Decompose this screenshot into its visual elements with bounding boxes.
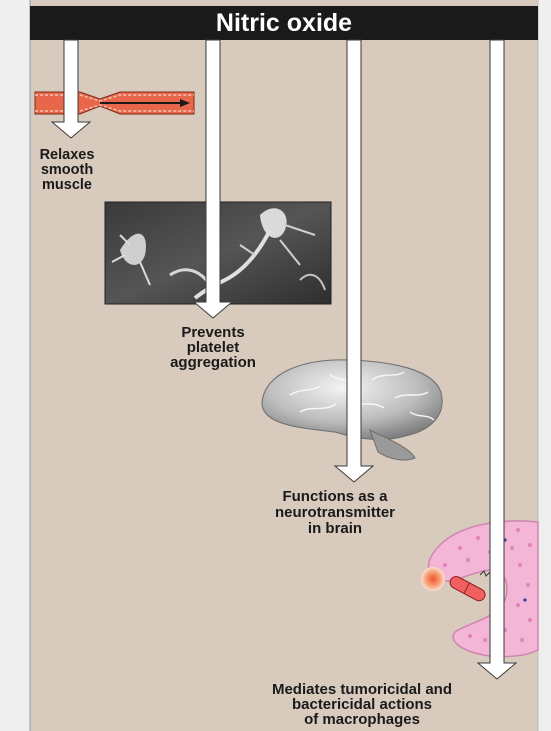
label-line: of macrophages (304, 711, 420, 728)
diagram-background (30, 0, 538, 731)
label-relaxes-smooth-muscle: Relaxes smooth muscle (40, 147, 95, 193)
label-line: Functions as a (282, 488, 388, 505)
label-line: in brain (308, 520, 362, 537)
label-line: aggregation (170, 354, 256, 371)
label-line: neurotransmitter (275, 504, 395, 521)
diagram-title: Nitric oxide (216, 9, 352, 37)
label-line: Relaxes (40, 147, 95, 163)
label-line: smooth (41, 162, 93, 178)
blood-vessel-icon (35, 92, 194, 114)
label-line: muscle (42, 177, 92, 193)
